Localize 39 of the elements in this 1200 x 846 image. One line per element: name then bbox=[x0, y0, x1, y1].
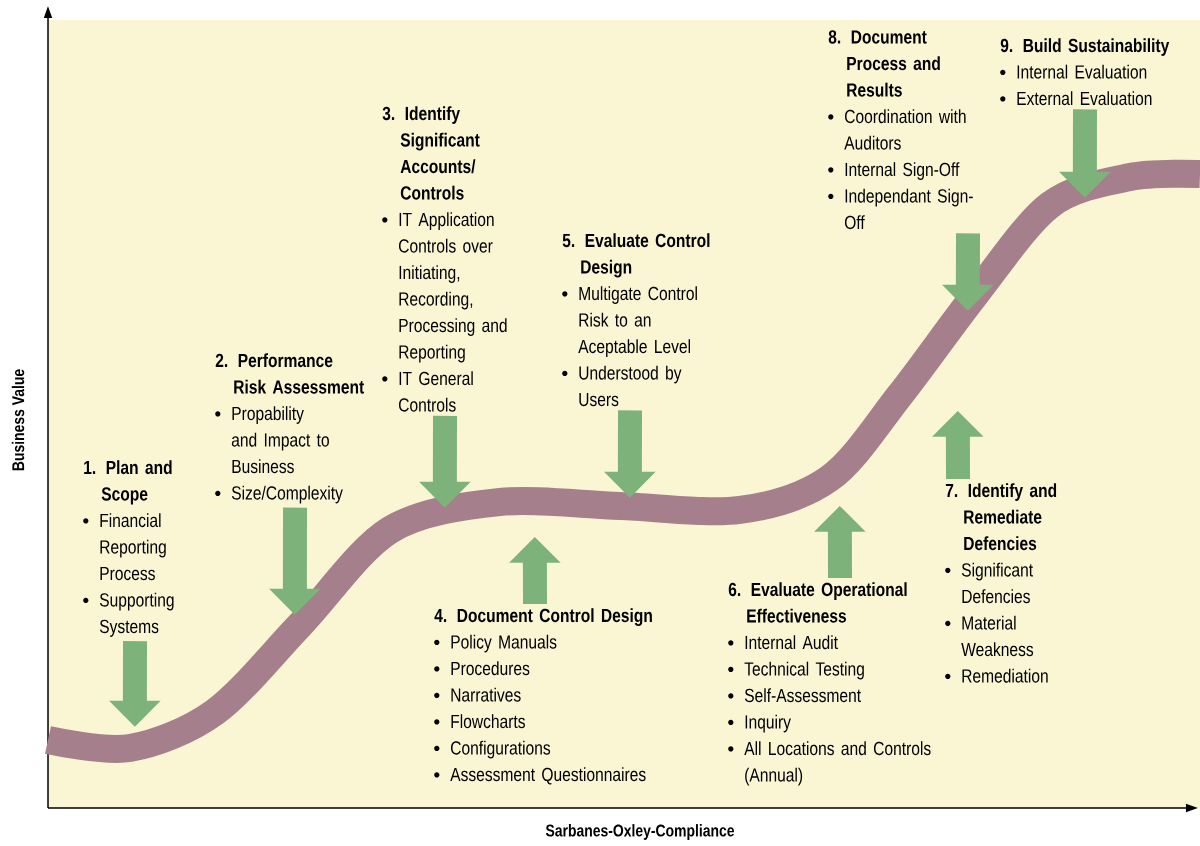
bullet-item: External Evaluation bbox=[1000, 91, 1152, 106]
bullet-item: Self-Assessment bbox=[728, 688, 861, 703]
bullet-item: Configurations bbox=[434, 740, 551, 759]
bullet-item: Multigate Control Risk to an Aceptable Level bbox=[562, 286, 697, 357]
bullet-item: Independant Sign-Off bbox=[828, 188, 973, 230]
bullet-item: Size/Complexity bbox=[215, 485, 343, 504]
step-heading: 7. Identify and Remediate Defencies bbox=[945, 483, 1057, 551]
bullet-item: Supporting Systems bbox=[83, 592, 174, 637]
step-heading: 3. Identify Significant Accounts/ Controls bbox=[382, 106, 480, 200]
bullet-item: Financial Reporting Process bbox=[83, 513, 166, 581]
bullet-item: Significant Defencies bbox=[945, 562, 1033, 604]
bullet-item: Propability and Impact to Business bbox=[215, 406, 329, 474]
bullet-item: Internal Evaluation bbox=[1000, 64, 1147, 79]
step-heading: 5. Evaluate Control Design bbox=[562, 233, 710, 278]
bullet-item: Policy Manuals bbox=[434, 634, 557, 653]
step-heading: 8. Document Process and Results bbox=[828, 30, 940, 97]
step-heading: 4. Document Control Design bbox=[434, 608, 652, 626]
axis-title: Business Value bbox=[11, 369, 25, 471]
step-heading: 9. Build Sustainability bbox=[1000, 38, 1170, 56]
bullet-item: Procedures bbox=[434, 661, 530, 676]
bullet-item: Narratives bbox=[434, 687, 521, 702]
bullet-item: Internal Sign-Off bbox=[828, 162, 960, 180]
bullet-item: Material Weakness bbox=[945, 615, 1034, 657]
bullet-item: Remediation bbox=[945, 668, 1048, 683]
bullet-item: Understood by Users bbox=[562, 365, 682, 407]
curve-band bbox=[45, 159, 1200, 763]
bullet-item: All Locations and Controls (Annual) bbox=[728, 741, 931, 786]
step-heading: 6. Evaluate Operational Effectiveness bbox=[728, 582, 907, 623]
bullet-item: Assessment Questionnaires bbox=[434, 767, 646, 785]
step-heading: 1. Plan and Scope bbox=[84, 460, 172, 505]
bullet-item: Technical Testing bbox=[728, 661, 864, 680]
bullet-item: Flowcharts bbox=[434, 714, 525, 729]
axis-title: Sarbanes-Oxley-Compliance bbox=[545, 824, 735, 840]
bullet-item: Inquiry bbox=[728, 714, 791, 733]
bullet-item: Internal Audit bbox=[728, 635, 838, 650]
step-heading: 2. Performance Risk Assessment bbox=[215, 353, 365, 394]
bullet-item: Coordination with Auditors bbox=[828, 109, 966, 150]
bullet-item: IT General Controls bbox=[382, 371, 473, 412]
bullet-item: IT Application Controls over Initiating, Recording, Processing and Reporting bbox=[382, 212, 507, 363]
